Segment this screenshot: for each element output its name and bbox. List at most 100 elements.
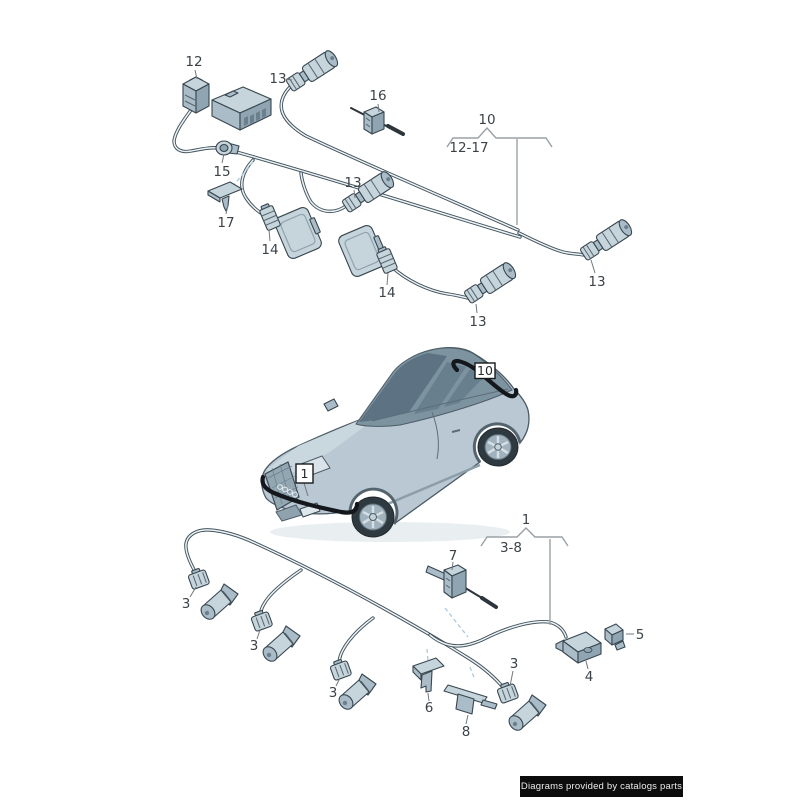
car-front-harness-route xyxy=(260,474,360,515)
callout-3-4[interactable]: 3 xyxy=(510,656,519,672)
callout-15[interactable]: 15 xyxy=(213,164,230,180)
sensor-3-3 xyxy=(335,673,377,713)
group-range-12-17[interactable]: 12-17 xyxy=(449,140,488,156)
sensor-13-right xyxy=(578,217,635,263)
callout-3-2[interactable]: 3 xyxy=(250,638,259,654)
dashed-leader-17 xyxy=(232,161,254,187)
sensor-13-top xyxy=(284,48,341,94)
car-quarter-window xyxy=(444,369,484,407)
callout-14-right[interactable]: 14 xyxy=(378,285,395,301)
callout-5[interactable]: 5 xyxy=(636,627,645,643)
grommet-15 xyxy=(215,140,240,156)
sensor-3-2 xyxy=(259,625,301,665)
leader-15 xyxy=(221,153,225,164)
wire-branch-sensor-13-lower xyxy=(390,265,470,300)
wire-branch-sensor-3 xyxy=(337,616,375,668)
leader-6 xyxy=(427,692,430,702)
connector-12 xyxy=(182,76,210,114)
callout-13-right[interactable]: 13 xyxy=(588,274,605,290)
connector-5 xyxy=(604,623,626,651)
car-door-handle xyxy=(451,429,461,433)
group-callout-top: 10 12-17 xyxy=(446,112,553,225)
leader-3-3 xyxy=(335,677,341,687)
group-range-3-8[interactable]: 3-8 xyxy=(500,540,522,556)
leader-13-right xyxy=(590,259,596,274)
leader-3-4 xyxy=(509,670,514,687)
leader-13-top xyxy=(285,78,293,81)
wire-sensor-13-top xyxy=(279,85,520,232)
wire-branch-sensor-2 xyxy=(258,568,303,619)
connector-4 xyxy=(555,631,602,664)
car-shadow xyxy=(270,522,510,542)
connector-14-right xyxy=(374,244,399,275)
dashed-leader-7 xyxy=(444,607,469,638)
leader-17 xyxy=(225,204,229,215)
wire-to-connector-4 xyxy=(428,619,568,648)
callout-14-left[interactable]: 14 xyxy=(261,242,278,258)
car-rear-harness-marker[interactable]: 10 xyxy=(474,362,496,380)
car-hood xyxy=(266,419,372,478)
callout-13-top[interactable]: 13 xyxy=(269,71,286,87)
front-harness-section: 3 3 3 3 7 6 8 4 5 1 3-8 xyxy=(182,512,645,740)
dashed-leader-6 xyxy=(426,648,429,662)
rear-harness-section: 12 13 16 15 17 14 13 14 13 13 10 12-17 xyxy=(172,48,635,330)
dashed-leader-8 xyxy=(469,666,476,681)
watermark-badge: Diagrams provided by catalogs parts xyxy=(520,776,683,797)
retainer-16 xyxy=(350,106,405,136)
car-mirror xyxy=(323,398,339,412)
leader-7 xyxy=(451,561,454,571)
callout-3-3[interactable]: 3 xyxy=(329,685,338,701)
sensor-3-1 xyxy=(197,583,239,623)
group-label-10[interactable]: 10 xyxy=(478,112,495,128)
callout-13-lower[interactable]: 13 xyxy=(469,314,486,330)
leader-14-right xyxy=(386,272,389,286)
sensor-13-lower xyxy=(462,260,519,306)
connector-3-2 xyxy=(249,608,274,633)
car-marker-1: 1 xyxy=(301,466,309,481)
callout-17[interactable]: 17 xyxy=(217,215,234,231)
callout-3-1[interactable]: 3 xyxy=(182,596,191,612)
leader-12 xyxy=(194,69,198,80)
leader-13-mid xyxy=(353,189,356,199)
wire-branch-sensor-13-mid xyxy=(299,171,348,214)
leader-13-lower xyxy=(475,303,478,314)
car-door-window xyxy=(414,362,466,414)
car-front-wheel xyxy=(348,487,399,538)
group-label-1[interactable]: 1 xyxy=(522,512,531,528)
car-door-line xyxy=(431,411,439,460)
callout-4[interactable]: 4 xyxy=(585,669,594,685)
car-front-harness-marker[interactable]: 1 xyxy=(295,463,314,497)
leader-3-1 xyxy=(189,586,197,598)
leader-4 xyxy=(585,660,589,670)
car-marker-10: 10 xyxy=(477,363,493,378)
callout-7[interactable]: 7 xyxy=(449,548,458,564)
wire-bumper-trunk xyxy=(184,528,503,687)
leader-8 xyxy=(465,714,469,725)
bracket-17 xyxy=(207,181,243,212)
callout-12[interactable]: 12 xyxy=(185,54,202,70)
connector-14-left xyxy=(257,201,282,232)
retainer-7 xyxy=(425,564,498,609)
bracket-8 xyxy=(443,684,498,715)
car-illustration: 1 10 xyxy=(260,346,530,542)
callout-13-mid[interactable]: 13 xyxy=(344,175,361,191)
module-14-left xyxy=(272,203,327,261)
leader-3-2 xyxy=(256,629,261,640)
bracket-6 xyxy=(412,657,445,693)
wire-from-connector-12 xyxy=(172,108,221,154)
callout-8[interactable]: 8 xyxy=(462,724,471,740)
group-callout-bottom: 1 3-8 xyxy=(480,512,569,625)
watermark-text: Diagrams provided by catalogs parts xyxy=(520,781,683,792)
leader-16 xyxy=(377,103,380,113)
leader-14-left xyxy=(268,229,271,242)
callout-16[interactable]: 16 xyxy=(369,88,386,104)
wire-to-sensor-13-right xyxy=(517,231,586,257)
callout-6[interactable]: 6 xyxy=(425,700,434,716)
control-module xyxy=(211,86,272,131)
connector-3-1 xyxy=(186,566,211,591)
sensor-3-4 xyxy=(505,694,547,734)
connector-3-3 xyxy=(328,657,353,682)
car-windshield xyxy=(359,353,447,422)
